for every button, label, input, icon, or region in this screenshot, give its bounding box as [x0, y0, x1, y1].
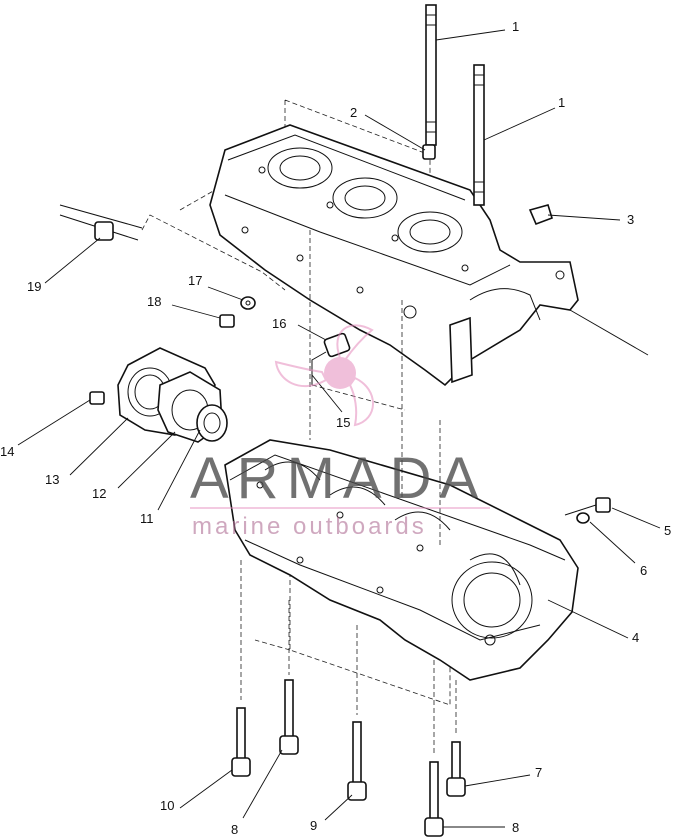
- long-stud-right: [473, 64, 485, 206]
- flat-washer: [576, 512, 590, 524]
- callout-18: 18: [147, 294, 161, 309]
- callout-8a: 8: [512, 820, 519, 835]
- callout-16: 16: [272, 316, 286, 331]
- callout-2: 2: [350, 105, 357, 120]
- flange-bolt: [564, 497, 611, 516]
- callout-1b: 1: [558, 95, 565, 110]
- bolt-alignment-lines: [240, 560, 457, 755]
- long-stud-left: [425, 4, 437, 146]
- bolt-9: [347, 721, 367, 801]
- callout-12: 12: [92, 486, 106, 501]
- callout-10: 10: [160, 798, 174, 813]
- callout-14: 14: [0, 444, 14, 459]
- watermark-brand: ARMADA: [190, 446, 486, 511]
- bolt-8-left: [279, 679, 299, 755]
- callout-7: 7: [535, 765, 542, 780]
- callout-11: 11: [140, 511, 154, 526]
- callout-15: 15: [336, 415, 350, 430]
- sealing-washer: [240, 296, 256, 310]
- watermark-subtitle: marine outboards: [192, 513, 427, 540]
- bolt-8-right: [424, 761, 444, 837]
- oil-line-fitting: [59, 204, 286, 291]
- crankshaft-seal: [196, 404, 228, 442]
- dowel-pin: [422, 144, 436, 160]
- bolt-7: [446, 741, 466, 797]
- gasket-screw: [89, 391, 105, 405]
- callout-8b: 8: [231, 822, 238, 837]
- bolt-10: [231, 707, 251, 777]
- callout-6: 6: [640, 563, 647, 578]
- drain-plug: [219, 314, 235, 328]
- callout-numbers: 1 1 2 3 4 5 6 7 8 8 9 10 11 12 13 14 15 …: [0, 19, 671, 837]
- retainer-clip: [528, 204, 553, 226]
- propeller-logo-icon: [274, 324, 374, 427]
- callout-13: 13: [45, 472, 59, 487]
- armada-watermark: ARMADA marine outboards: [190, 324, 490, 540]
- callout-5: 5: [664, 523, 671, 538]
- callout-19: 19: [27, 279, 41, 294]
- upper-crankcase: [179, 99, 579, 387]
- callout-9: 9: [310, 818, 317, 833]
- callout-1a: 1: [512, 19, 519, 34]
- leader-lines: [17, 29, 661, 828]
- callout-4: 4: [632, 630, 639, 645]
- callout-17: 17: [188, 273, 202, 288]
- callout-3: 3: [627, 212, 634, 227]
- lower-crankcase: [224, 230, 579, 706]
